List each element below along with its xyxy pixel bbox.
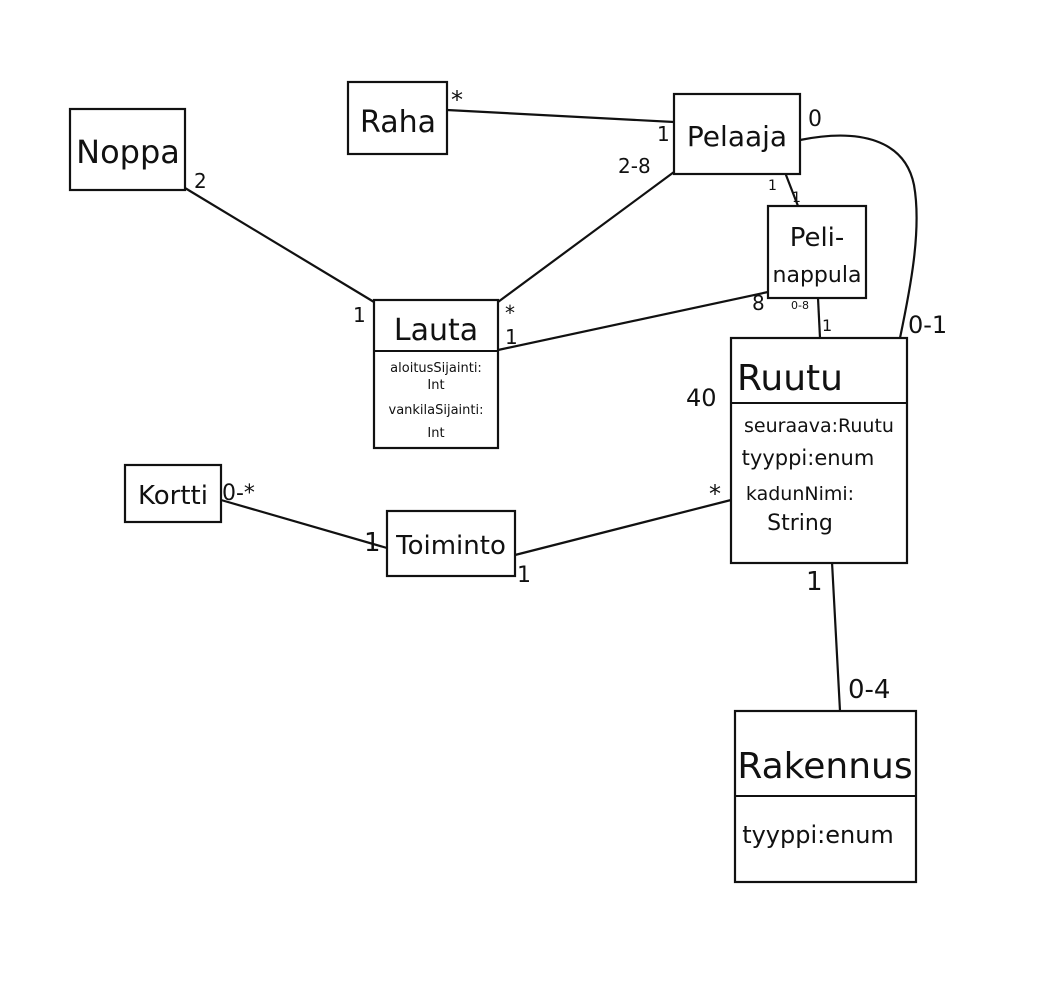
class-raha-name: Raha	[360, 105, 436, 140]
multiplicity-label: 40	[686, 384, 717, 412]
association-pelinappula-ruutu	[816, 296, 822, 340]
class-toiminto-name: Toiminto	[395, 531, 506, 561]
multiplicity-label: *	[709, 480, 721, 508]
multiplicity-label: 1	[792, 190, 801, 206]
multiplicity-label: 0-*	[222, 481, 255, 506]
class-lauta: Lauta aloitusSijainti: Int vankilaSijain…	[372, 298, 500, 450]
class-rakennus: Rakennus tyyppi:enum	[733, 709, 918, 884]
class-ruutu-name: Ruutu	[737, 358, 843, 399]
class-ruutu-attribute: seuraava:Ruutu	[744, 415, 894, 437]
class-noppa: Noppa	[68, 107, 187, 192]
association-pelaaja-lauta	[496, 170, 676, 304]
class-lauta-attribute: Int	[427, 378, 444, 393]
multiplicity-label: 1	[768, 178, 777, 194]
multiplicity-label: 1	[517, 563, 531, 588]
multiplicity-label: *	[451, 86, 463, 114]
association-raha-pelaaja	[445, 108, 676, 124]
association-toiminto-ruutu	[513, 498, 733, 557]
class-kortti-name: Kortti	[138, 481, 208, 511]
class-lauta-attribute: Int	[427, 426, 444, 441]
class-lauta-name: Lauta	[394, 313, 478, 348]
class-kortti: Kortti	[123, 463, 223, 524]
multiplicity-label: 1	[353, 303, 366, 327]
class-pelinappula: Peli- nappula	[766, 204, 868, 300]
class-pelaaja-name: Pelaaja	[687, 120, 787, 153]
class-pelinappula-name-line1: Peli-	[790, 223, 845, 253]
class-rakennus-name: Rakennus	[737, 746, 912, 787]
multiplicity-label: 0-8	[791, 299, 809, 312]
multiplicity-label: 1	[505, 325, 518, 349]
association-noppa-lauta	[183, 186, 376, 304]
class-ruutu: Ruutu seuraava:Ruutu tyyppi:enum kadunNi…	[729, 336, 909, 565]
class-toiminto: Toiminto	[385, 509, 517, 578]
multiplicity-label: 0-4	[848, 675, 890, 705]
multiplicity-label: 2-8	[618, 154, 651, 178]
multiplicity-label: 1	[657, 122, 670, 146]
class-lauta-attribute: vankilaSijainti:	[389, 403, 484, 418]
class-raha: Raha	[346, 80, 449, 156]
association-ruutu-rakennus	[830, 560, 842, 713]
class-ruutu-attribute: tyyppi:enum	[742, 446, 875, 470]
multiplicity-label: 1	[806, 567, 823, 597]
class-ruutu-attribute: String	[767, 511, 833, 536]
association-kortti-toiminto	[219, 498, 389, 550]
class-noppa-name: Noppa	[76, 133, 180, 171]
class-rakennus-attribute: tyyppi:enum	[742, 821, 894, 849]
multiplicity-label: 1	[822, 316, 832, 335]
association-pelaaja-ruutu	[798, 134, 918, 340]
multiplicity-label: *	[505, 301, 515, 325]
multiplicity-label: 0	[808, 107, 822, 132]
multiplicity-label: 0-1	[908, 311, 947, 339]
class-pelinappula-name-line2: nappula	[773, 263, 862, 288]
class-ruutu-attribute: kadunNimi:	[746, 483, 854, 505]
multiplicity-label: 1	[364, 528, 381, 558]
association-pelaaja-pelinappula	[784, 173, 800, 208]
multiplicity-label: 2	[194, 169, 207, 193]
association-lauta-pelinappula	[496, 290, 770, 352]
class-pelaaja: Pelaaja	[672, 92, 802, 176]
multiplicity-label: 8	[752, 291, 765, 315]
class-lauta-attribute: aloitusSijainti:	[390, 361, 482, 376]
